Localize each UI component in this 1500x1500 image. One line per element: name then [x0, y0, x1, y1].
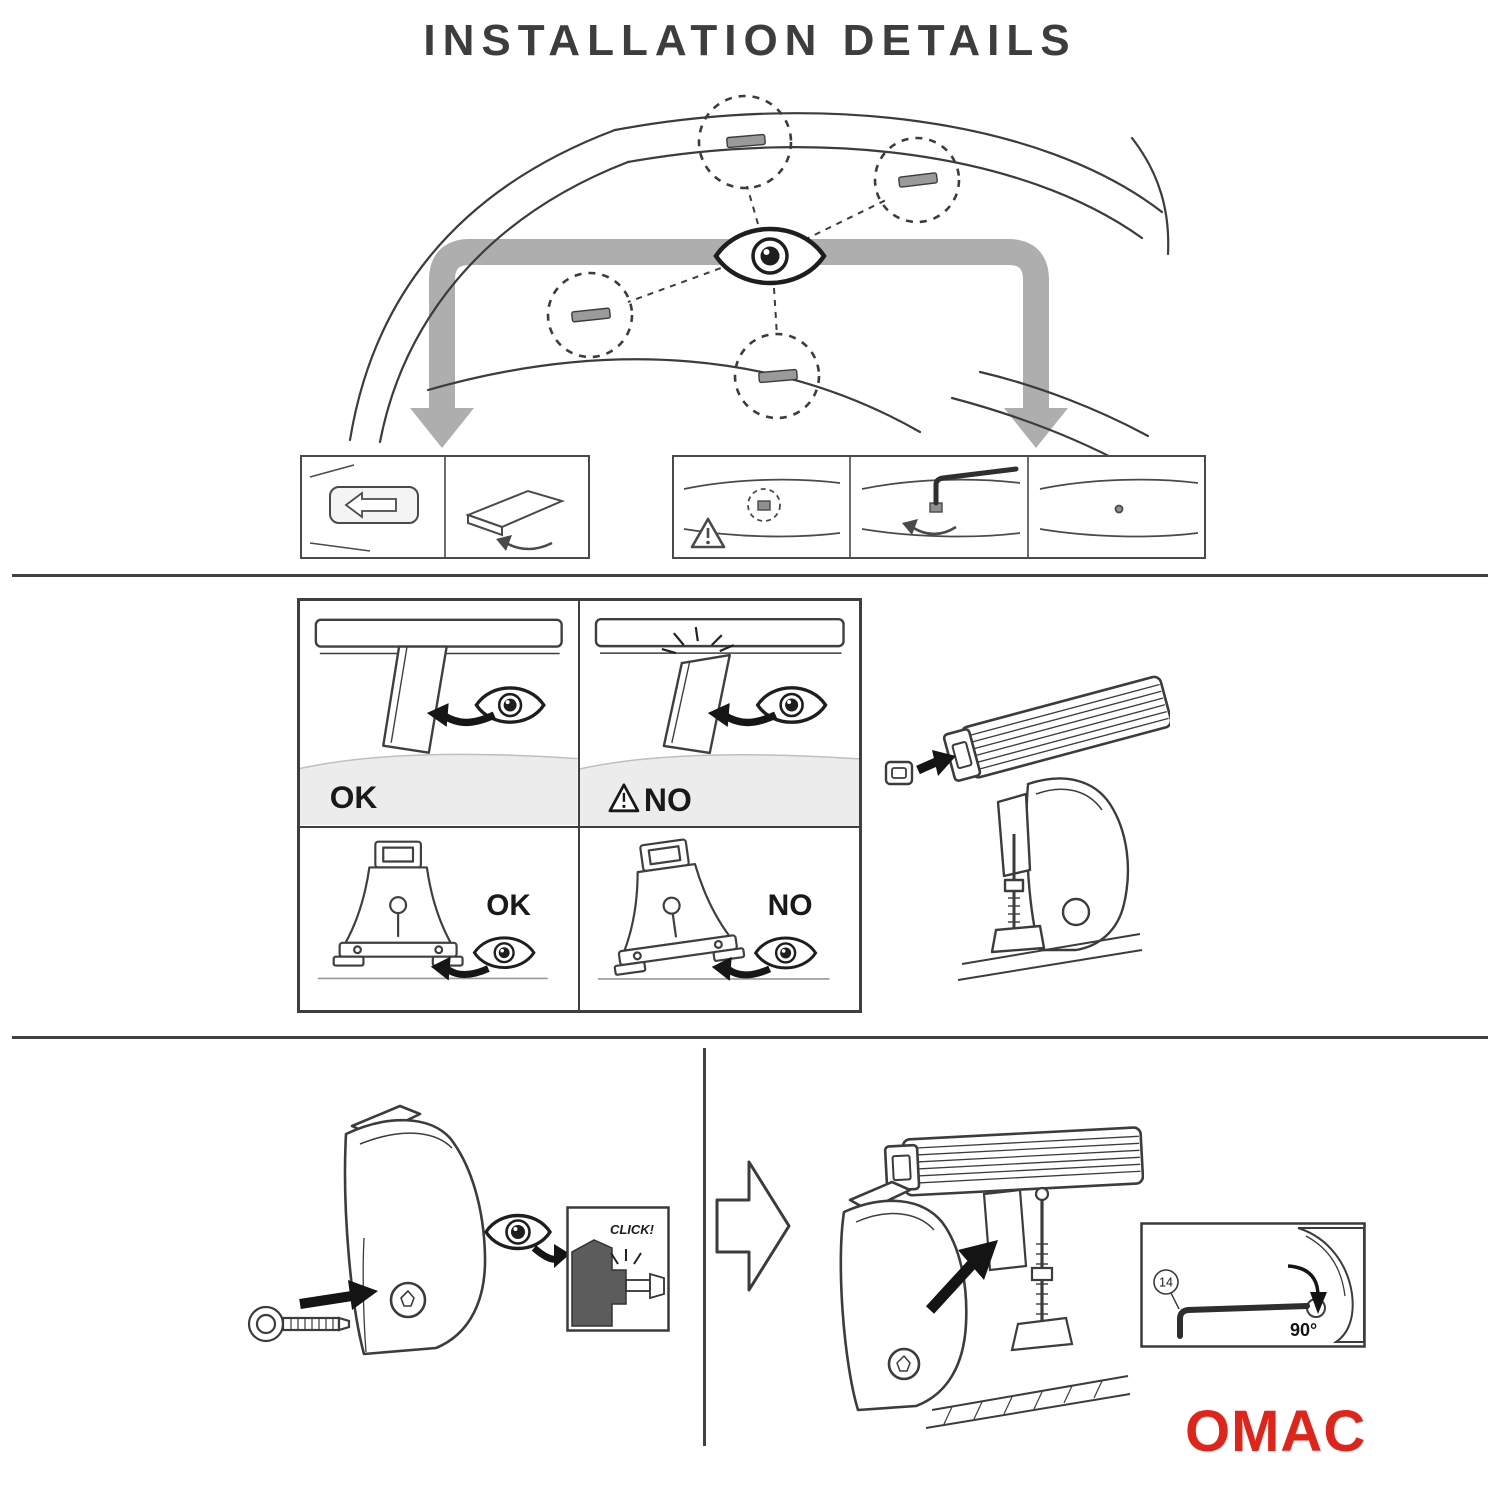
down-arrow-left: [410, 408, 474, 448]
sight-lines: [627, 185, 887, 337]
eye-icon: [713, 226, 827, 286]
allen-key-inset: 14 90°: [1140, 1222, 1366, 1348]
car-roof-illustration: [348, 94, 1170, 468]
lock-bolt: [247, 1305, 351, 1343]
label-no: NO: [767, 889, 812, 922]
gap-sparks: [661, 626, 734, 655]
foot-front-tilted: [613, 838, 745, 976]
bracket-ok-drawing: OK: [300, 618, 578, 825]
roof-shade: [579, 754, 859, 826]
brand-logo: OMAC: [1185, 1399, 1367, 1464]
eye-icon: [472, 936, 536, 969]
allen-key-icon: [1177, 1303, 1310, 1339]
bar-end-assembly: [884, 675, 1170, 981]
down-arrow-right: [1004, 408, 1068, 448]
look-arrow: [426, 703, 496, 727]
step-slide-cover: [309, 464, 419, 552]
foot-mount-step: [839, 1126, 1144, 1429]
fixpoint-markers: [546, 94, 961, 420]
fixpoint-slots: [571, 133, 938, 384]
eye-icon: [483, 1213, 553, 1251]
label-ok: OK: [486, 889, 531, 922]
foot-body: [839, 1180, 968, 1412]
cell-foot-ok: OK: [300, 828, 580, 1010]
crossbar: [883, 1126, 1144, 1197]
cell-foot-no: NO: [580, 828, 860, 1010]
roof-shade: [300, 754, 578, 825]
car-outline: [348, 112, 1170, 468]
foot-no-drawing: NO: [597, 838, 830, 981]
roof-rails: [925, 1375, 1131, 1429]
next-step-arrow: [715, 1160, 791, 1292]
look-arrow: [711, 956, 771, 981]
insert-arrow: [299, 1280, 378, 1310]
part-callout: 14: [1153, 1269, 1180, 1310]
fixpoint-panel-right: [672, 455, 1206, 559]
look-arrow: [531, 1244, 570, 1268]
crossbar: [594, 617, 845, 654]
fixpoint-panel-left: [300, 455, 590, 559]
crossbar: [314, 618, 563, 655]
cell-bracket-no: NO: [579, 601, 859, 828]
insert-arrow: [916, 750, 956, 776]
warning-icon: [690, 517, 726, 549]
bolt: [625, 1272, 665, 1300]
rotate-arrow: [1287, 1264, 1327, 1314]
foot-front: [332, 840, 464, 967]
foot-clamp-assembly: [957, 777, 1143, 981]
foot-ok-drawing: OK: [317, 840, 548, 981]
guide-band: [410, 239, 1068, 448]
step-divider-vertical: [703, 1048, 706, 1446]
clamp-bolt: [982, 1186, 1074, 1352]
part-number: 14: [1159, 1276, 1173, 1290]
label-no: NO: [643, 782, 691, 818]
crossbar: [942, 675, 1170, 782]
cell-bracket-ok: OK: [300, 601, 580, 828]
click-label: CLICK!: [610, 1222, 655, 1237]
label-ok: OK: [330, 779, 378, 815]
step-locate-bolt: [683, 478, 841, 549]
foot-body: [343, 1104, 487, 1356]
bracket-gap: [662, 653, 731, 755]
page-title: INSTALLATION DETAILS: [423, 16, 1077, 65]
comparison-grid: OK: [297, 598, 862, 1013]
click-sparks: [610, 1249, 642, 1265]
step-cover-closed: [1039, 478, 1199, 538]
section-divider-2: [12, 1036, 1488, 1039]
foot-lock-step: [247, 1104, 487, 1356]
section-divider-1: [12, 574, 1488, 577]
step-turn-bolt: [861, 466, 1021, 538]
look-arrow: [707, 703, 777, 727]
allen-key-icon: [933, 466, 1019, 506]
foot-section-dark: [571, 1239, 627, 1327]
insert-arrow: [925, 1240, 998, 1314]
bracket-flush: [382, 645, 448, 754]
click-detail-inset: CLICK!: [566, 1206, 670, 1332]
warning-icon: [608, 783, 639, 813]
slider-nut: [884, 760, 914, 786]
eye-icon: [753, 936, 817, 970]
step-open-cover: [465, 489, 565, 551]
angle-label: 90°: [1290, 1320, 1317, 1340]
inspect-click-eye: [483, 1213, 570, 1268]
look-arrow: [430, 956, 490, 981]
bracket-no-drawing: NO: [579, 617, 859, 826]
